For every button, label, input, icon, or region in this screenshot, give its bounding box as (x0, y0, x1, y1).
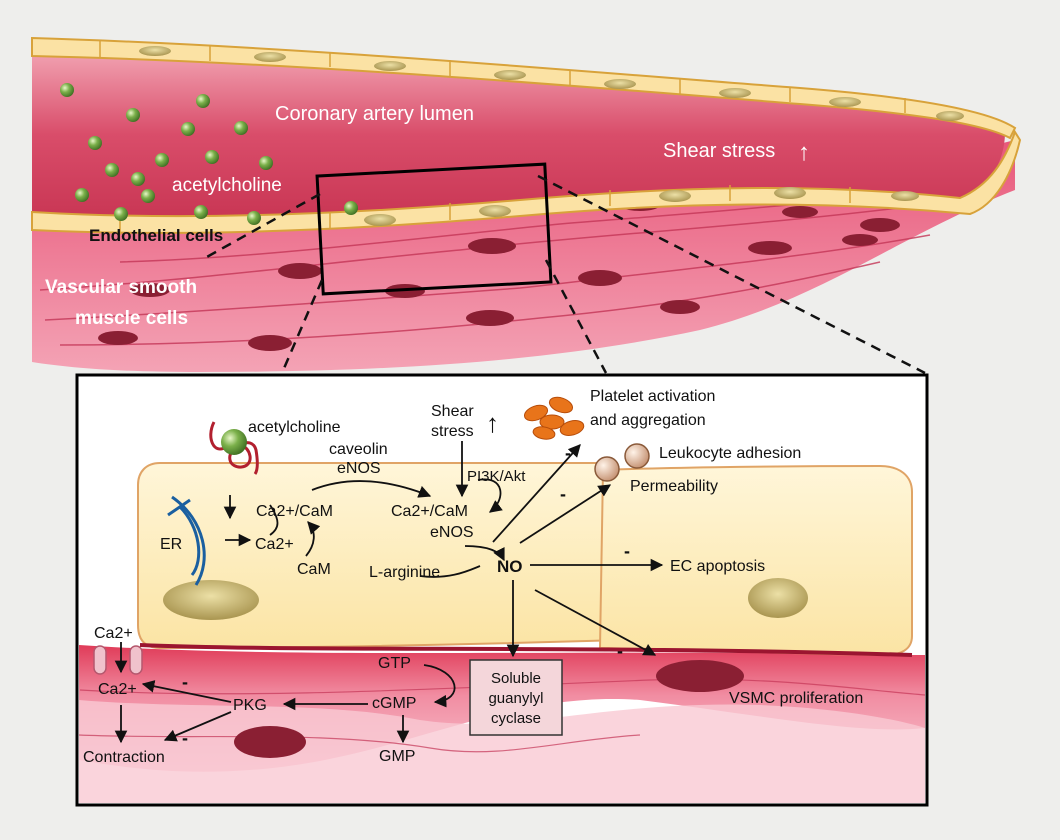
endothelial-nuclei (139, 46, 964, 226)
leukocyte-label: Leukocyte adhesion (659, 445, 801, 462)
ca-outer-label: Ca2+ (94, 625, 133, 642)
cgmp-label: cGMP (372, 695, 416, 712)
vsmc-label-line2: muscle cells (75, 308, 188, 329)
vsmc-label-line1: Vascular smooth (45, 277, 197, 298)
shear-label-line2: stress (431, 423, 474, 440)
minus-calcium: - (182, 672, 188, 692)
minus-apoptosis: - (624, 541, 630, 561)
acetylcholine-label: acetylcholine (248, 419, 341, 436)
basement-membrane-line (139, 643, 913, 657)
shear-label-line1: Shear (431, 403, 474, 420)
minus-contraction: - (182, 728, 188, 748)
shear-arrow-icon: ↑ (798, 139, 810, 166)
endothelium-bottom (31, 129, 1022, 234)
minus-permeability: - (560, 484, 566, 504)
enos-bottom-label: eNOS (430, 524, 474, 541)
shear-stress-label: Shear stress (663, 140, 775, 162)
artery-illustration: Coronary artery lumen Shear stress ↑ ace… (31, 36, 1022, 372)
sgc-box (469, 659, 563, 736)
gtp-label: GTP (378, 655, 411, 672)
cam-label: CaM (297, 561, 331, 578)
vsmc-nucleus-right (656, 660, 744, 692)
ec-nucleus-right (748, 578, 808, 618)
acetylcholine-label-top: acetylcholine (172, 175, 282, 196)
platelet-icon (523, 396, 585, 440)
vsmc-fiber-lines (78, 678, 926, 753)
er-label: ER (160, 536, 182, 553)
sgc-label-line3: cyclase (491, 710, 541, 727)
pi3k-label: PI3K/Akt (467, 468, 526, 485)
vsmc-lower-fold (79, 700, 925, 803)
vsmc-proliferation-label: VSMC proliferation (729, 690, 863, 707)
zoom-connectors (204, 174, 926, 375)
caveolin-label: caveolin (329, 441, 388, 458)
er-icon (167, 495, 206, 586)
vsmc-nucleus-left (234, 726, 306, 758)
coronary-artery-lumen (32, 50, 1005, 219)
ca-inner-label: Ca2+ (98, 681, 137, 698)
platelet-label-line2: and aggregation (590, 412, 706, 429)
platelet-label-line1: Platelet activation (590, 388, 715, 405)
detail-panel: ER acetylcholine caveolin eNOS Shear str… (75, 373, 929, 807)
sgc-label-line2: guanylyl (488, 690, 543, 707)
pkg-label: PKG (233, 697, 267, 714)
lumen-label: Coronary artery lumen (275, 103, 474, 125)
enos-top-label: eNOS (337, 460, 381, 477)
contraction-label: Contraction (83, 749, 165, 766)
no-label: NO (497, 557, 523, 576)
ec-nucleus-left (163, 580, 259, 620)
leukocyte-icon-2 (594, 456, 620, 482)
pathway-lines (269, 504, 481, 578)
gmp-label: GMP (379, 748, 415, 765)
ca-cam-right-label: Ca2+/CaM (391, 503, 468, 520)
acetylcholine-molecules (60, 83, 358, 225)
ec-apoptosis-label: EC apoptosis (670, 558, 765, 575)
ca-cam-left-label: Ca2+/CaM (256, 503, 333, 520)
endothelium-top (31, 36, 1017, 140)
l-arginine-label: L-arginine (369, 564, 440, 581)
endothelial-cells-label: Endothelial cells (89, 226, 223, 245)
ca-center-label: Ca2+ (255, 536, 294, 553)
endothelial-cell-left (137, 462, 621, 650)
minus-vsmc: - (617, 641, 623, 661)
permeability-label: Permeability (630, 478, 718, 495)
acetylcholine-ball-icon (221, 429, 247, 455)
inhibition-marks: - - - - - - (182, 443, 630, 748)
sgc-label-line1: Soluble (491, 670, 541, 687)
pathway-arrows (114, 441, 664, 744)
zoom-region-box (315, 162, 553, 296)
calcium-channel-icon (93, 645, 143, 675)
shear-arrow-icon-detail: ↑ (486, 408, 499, 438)
minus-platelet: - (565, 443, 571, 463)
leukocyte-icon-1 (624, 443, 650, 469)
